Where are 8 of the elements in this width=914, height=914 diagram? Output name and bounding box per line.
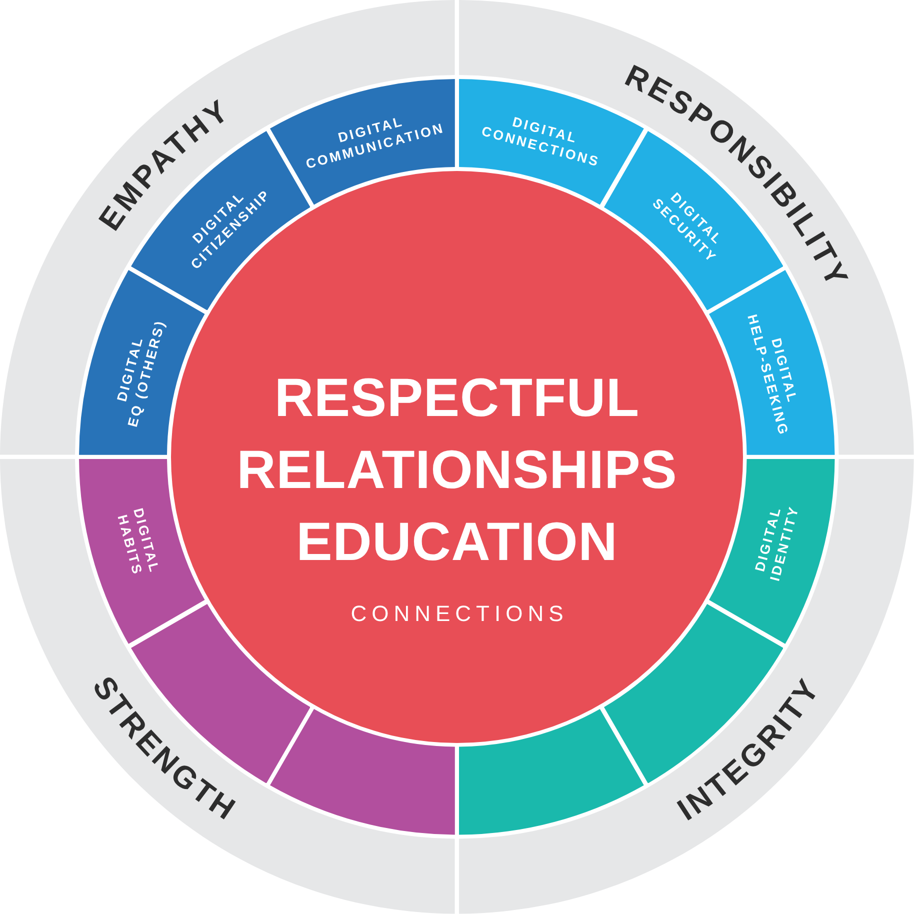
ring-segment (270, 79, 455, 205)
heading-text: RESPECTFUL RELATIONSHIPS EDUCATION (236, 367, 678, 574)
subtitle-text: CONNECTIONS (350, 601, 570, 627)
ring-segment (79, 459, 205, 644)
ring-segment (459, 709, 644, 835)
ring-segment (79, 270, 205, 455)
ring-segment (270, 709, 455, 835)
ring-segment (709, 459, 835, 644)
